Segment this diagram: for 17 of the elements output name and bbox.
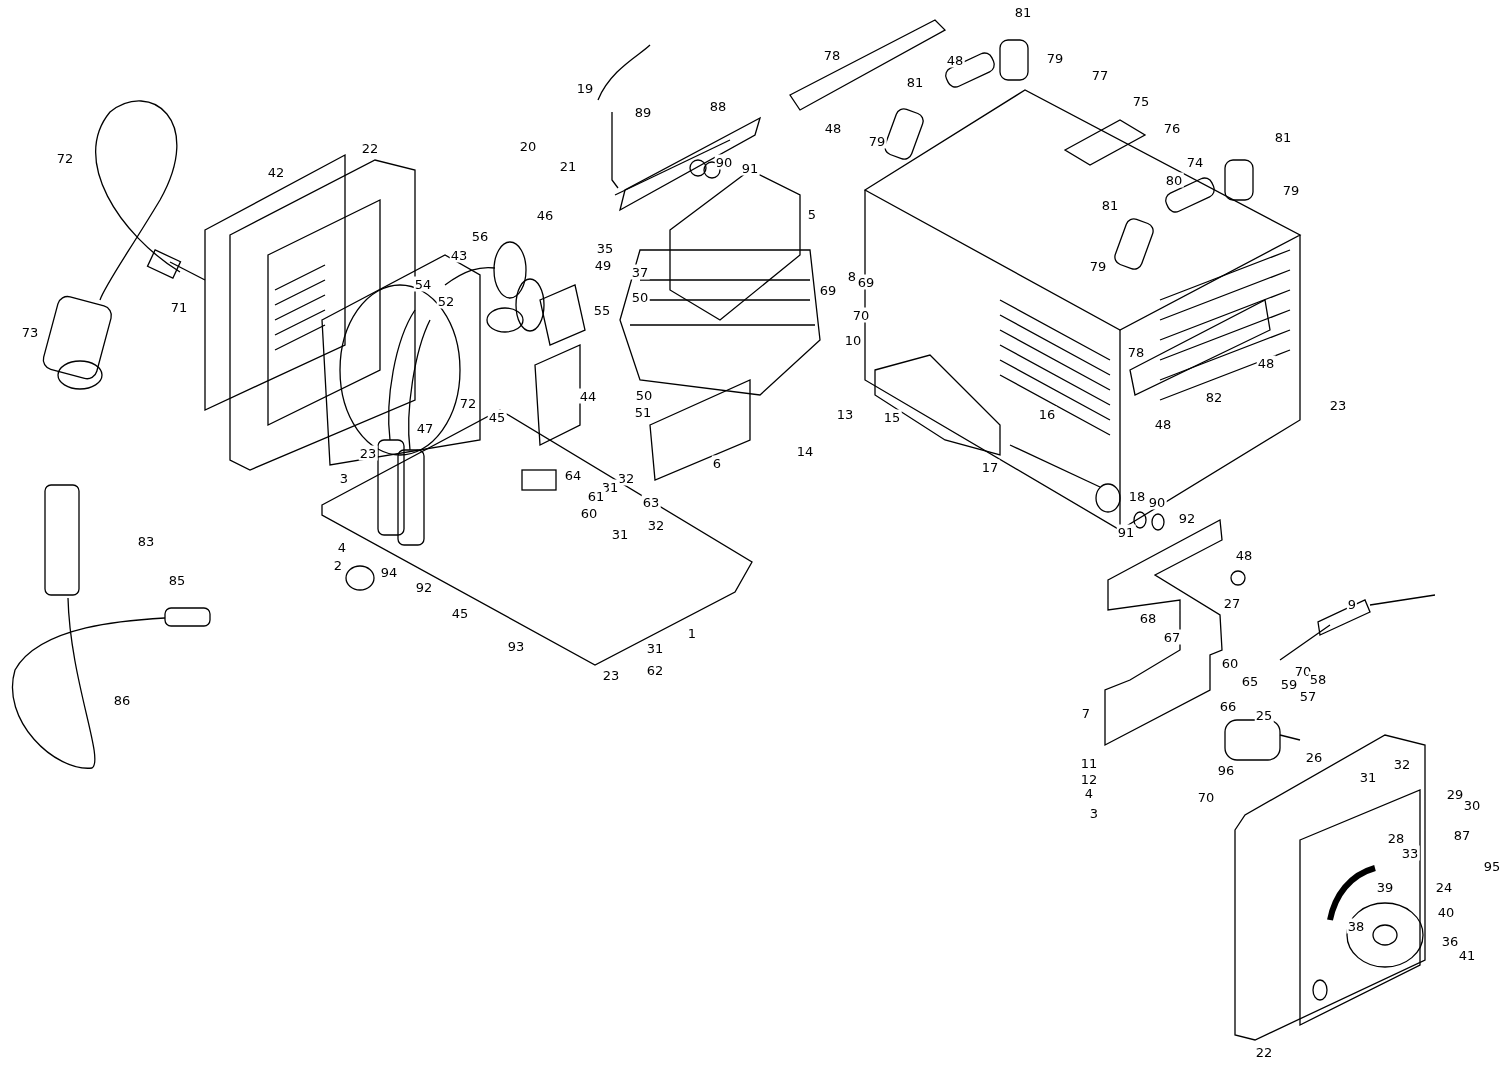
callout-number: 61: [586, 488, 606, 504]
callout-number: 45: [487, 409, 507, 425]
callout-number: 6: [711, 455, 723, 471]
callout-number: 63: [641, 494, 661, 510]
callout-number: 91: [1116, 524, 1136, 540]
callout-number: 23: [358, 445, 378, 461]
callout-number: 48: [1256, 355, 1276, 371]
callout-number: 80: [1164, 172, 1184, 188]
callout-number: 44: [578, 388, 598, 404]
callout-number: 15: [882, 409, 902, 425]
callout-number: 69: [856, 274, 876, 290]
callout-number: 90: [714, 154, 734, 170]
callout-number: 67: [1162, 629, 1182, 645]
callout-number: 37: [630, 264, 650, 280]
callout-number: 54: [413, 276, 433, 292]
callout-number: 38: [1346, 918, 1366, 934]
callout-number: 70: [851, 307, 871, 323]
